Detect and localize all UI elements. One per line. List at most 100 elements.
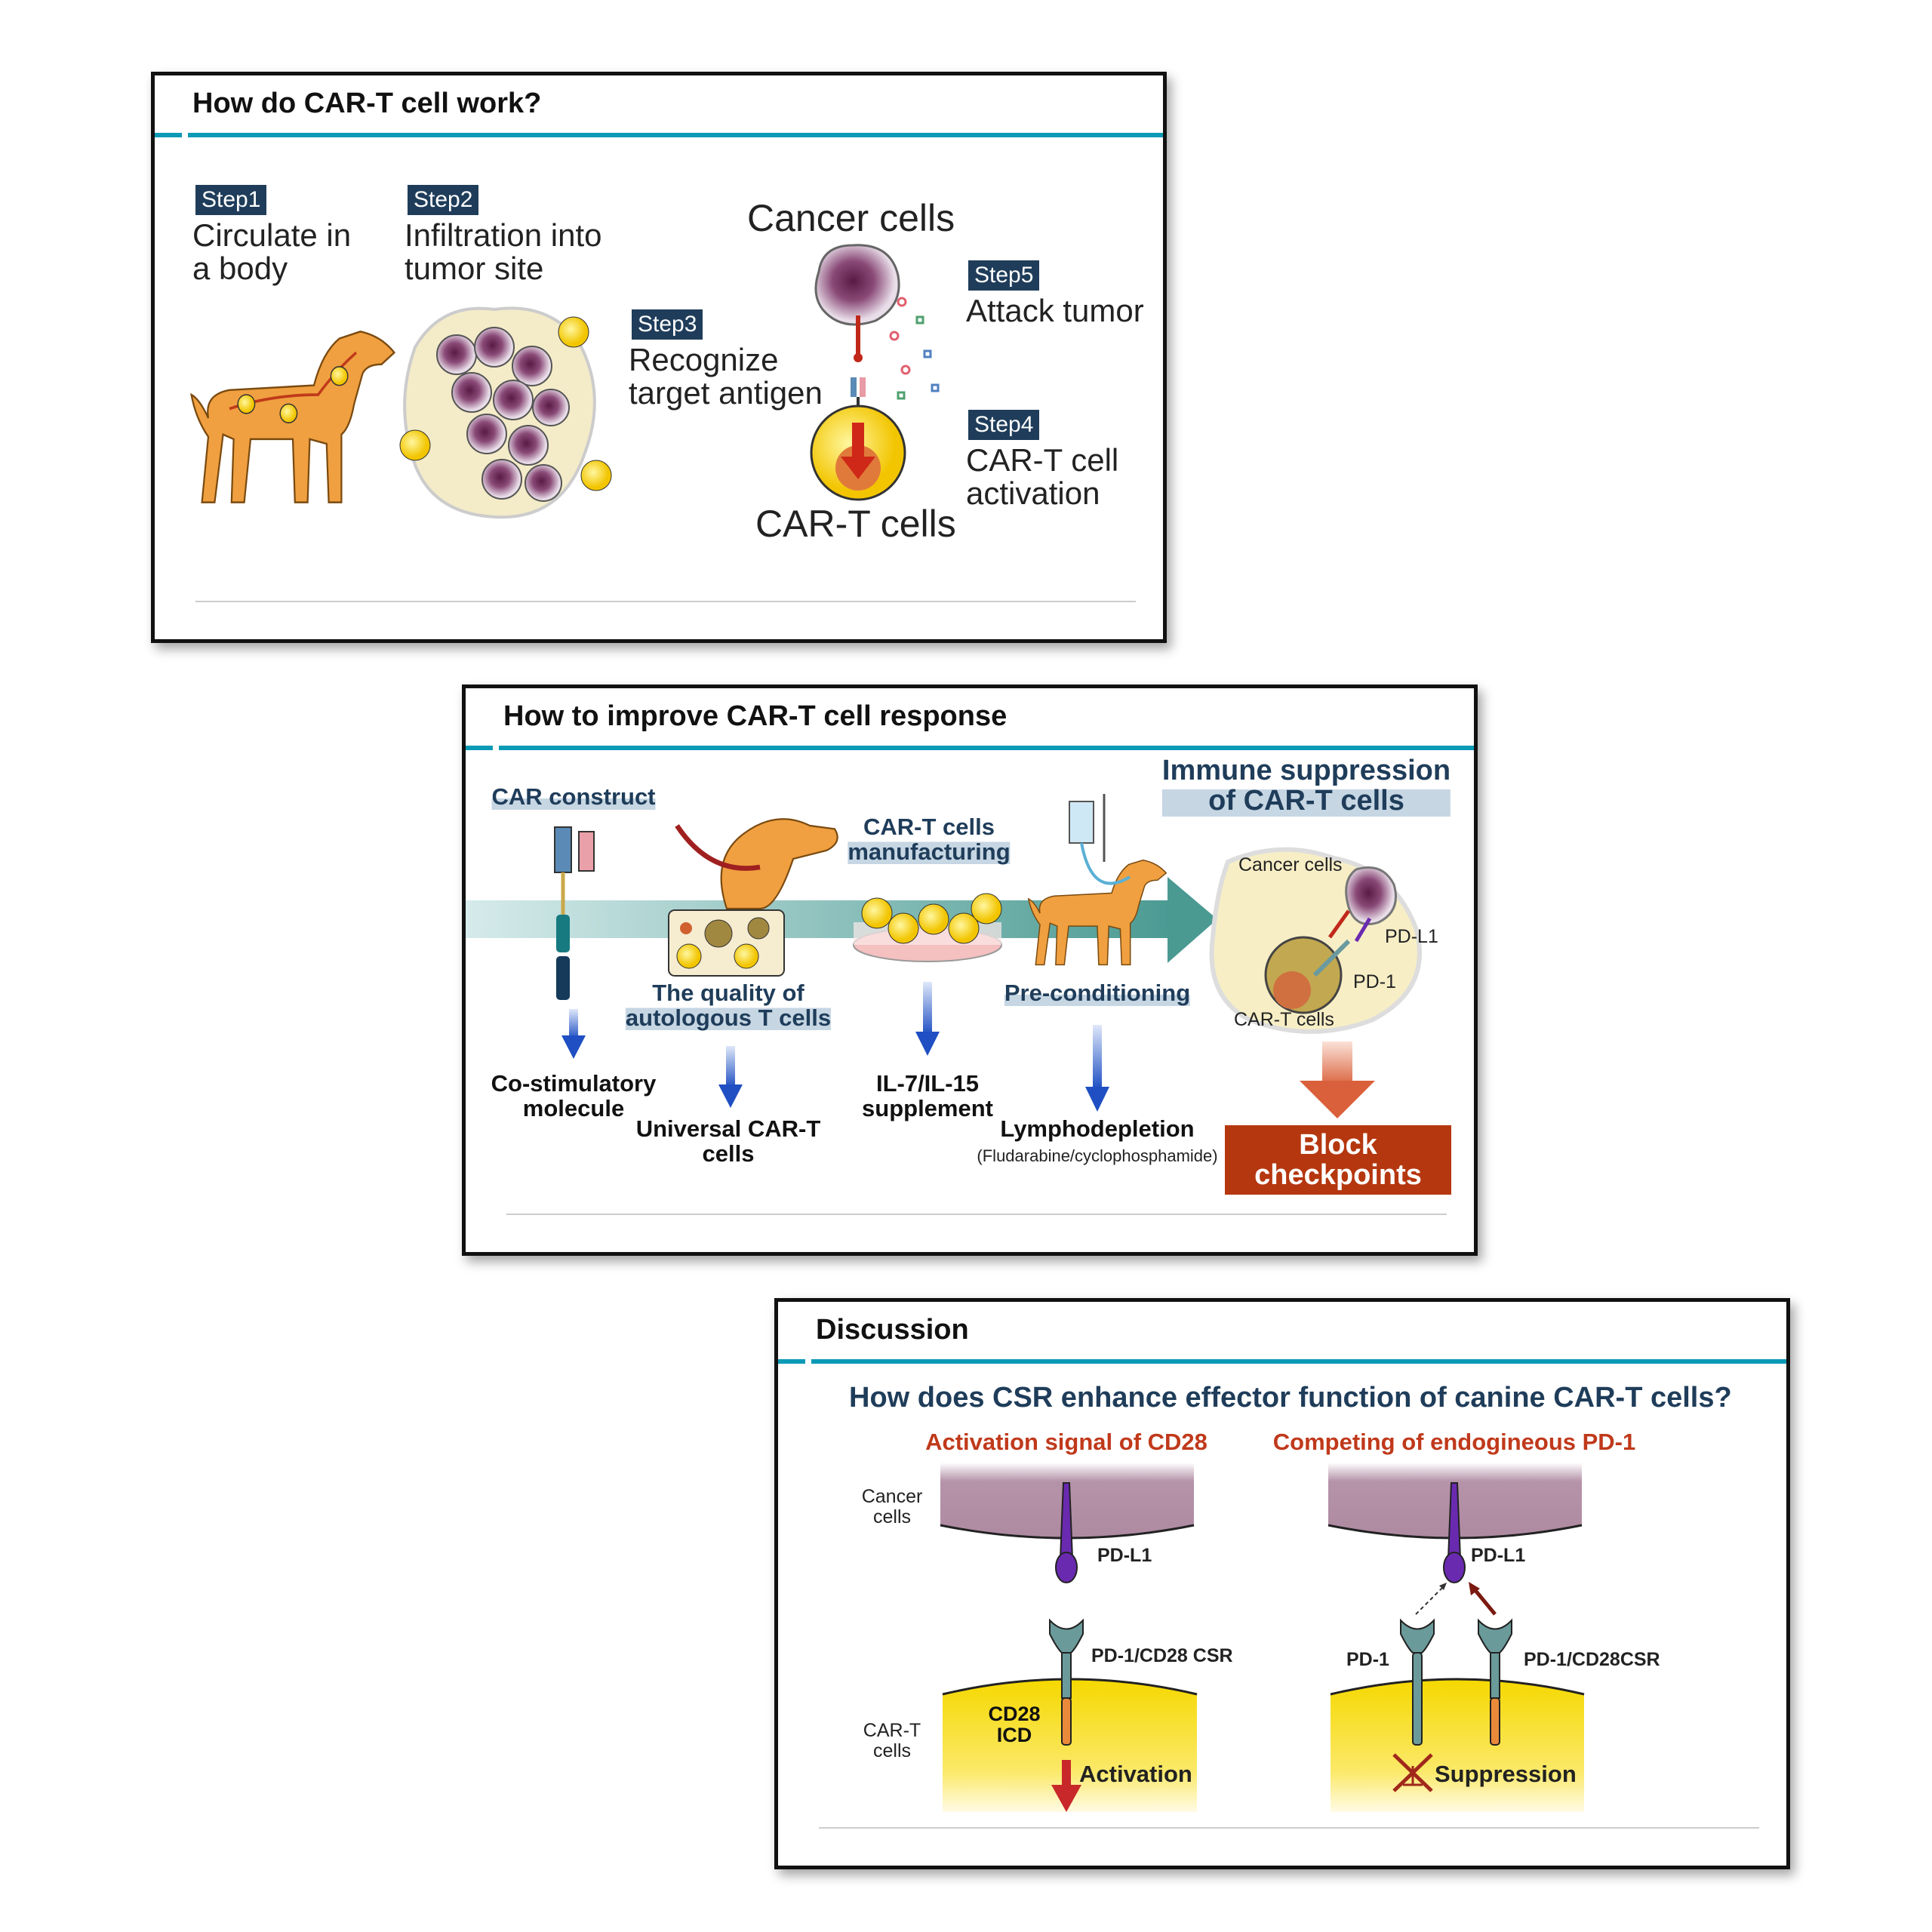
panel-title: How to improve CAR-T cell response [503,700,1008,732]
label-line: manufacturing [848,838,1011,865]
panel-title: How do CAR-T cell work? [192,88,542,119]
car-construct-icon [554,826,595,1000]
title-divider [778,1359,1786,1364]
panel-how-car-t-works: How do CAR-T cell work? [151,72,1167,643]
bottom-divider [195,601,1136,602]
step5-badge: Step5 [968,260,1040,291]
label-line: Universal CAR-T [635,1115,821,1142]
csr-mechanism-illustration [940,1463,1585,1812]
divider-gap [493,744,499,752]
label-line: The quality of [652,980,804,1006]
dog-circulation-icon [190,330,395,504]
pdl1-right-icon [1443,1482,1466,1583]
car-t-cells-label: CAR-T cells [755,503,956,545]
dog-head-icon [675,818,838,910]
preconditioning-label: Pre-conditioning [1004,980,1191,1006]
right-csr-label: PD-1/CD28CSR [1524,1649,1660,1670]
csr-right-receptor [1478,1618,1512,1746]
activation-arrow-icon [1051,1760,1081,1812]
step3-line: Recognize [629,342,779,377]
cancer-cells-label: Cancer cells [747,197,955,239]
lymphodepletion-note: (Fludarabine/cyclophosphamide) [977,1146,1218,1165]
title-divider [155,133,1163,137]
step3-line: target antigen [629,375,823,411]
label-line: Co-stimulatory [491,1070,657,1097]
step5-text: Attack tumor [966,294,1144,328]
tumor-infiltration-icon [399,306,612,519]
discussion-question: How does CSR enhance effector function o… [849,1382,1732,1414]
down-arrow-lympho [1093,1025,1102,1089]
label-line: cells [872,1506,911,1527]
blocked-suppression-icon [1392,1753,1433,1792]
divider-gap [805,1358,811,1365]
pd1-right-receptor [1400,1618,1435,1746]
panel-discussion: Discussion How does CSR enhance effector… [774,1298,1790,1869]
pd1-label: PD-1 [1346,1649,1389,1670]
label-line: CAR-T [863,1720,921,1741]
label-line: CAR-T cells [863,814,995,840]
label-line: supplement [862,1094,993,1121]
improvement-illustration [466,794,1422,1118]
suppression-label: Suppression [1435,1761,1577,1787]
step1-badge: Step1 [195,185,267,215]
inset-pdl1-label: PD-L1 [1385,926,1438,947]
label-line: cells [872,1740,912,1761]
car-construct-label: CAR construct [491,783,656,810]
label-line: ICD [996,1724,1032,1747]
down-arrow-block [1322,1041,1352,1087]
label-line: checkpoints [1254,1159,1422,1191]
left-heading: Activation signal of CD28 [925,1429,1208,1455]
label-line: autologous T cells [625,1004,832,1031]
step4-line: CAR-T cell [966,442,1119,478]
step3-badge: Step3 [632,309,703,340]
iv-dog-icon [1027,794,1168,966]
label-line: molecule [522,1094,625,1121]
inset-cancer-label: Cancer cells [1238,854,1343,875]
inset-cart-label: CAR-T cells [1234,1009,1334,1030]
step4-badge: Step4 [968,410,1040,440]
step4-line: activation [966,475,1100,511]
csr-binding-arrow [1469,1582,1497,1616]
down-arrow-universal [726,1046,735,1088]
step2-badge: Step2 [408,185,479,215]
culture-dish-icon [853,893,1002,962]
label-line: cells [702,1140,755,1167]
lymphodepletion-label: Lymphodepletion [1000,1115,1195,1142]
right-pdl1-label: PD-L1 [1471,1545,1526,1566]
panel-improve-response: How to improve CAR-T cell response CAR c… [462,685,1478,1256]
step1-line: a body [192,251,288,286]
left-pdl1-label: PD-L1 [1097,1545,1152,1566]
down-arrow-costim [569,1009,578,1039]
bottom-divider [506,1214,1447,1215]
label-line: of CAR-T cells [1208,784,1404,817]
inset-pd1-label: PD-1 [1353,971,1396,992]
divider-gap [182,131,188,139]
panel-title: Discussion [816,1314,969,1346]
immune-suppression-inset [1209,847,1422,1034]
cytokine-dots [889,297,940,400]
left-csr-label: PD-1/CD28 CSR [1091,1645,1233,1666]
csr-left-receptor [1049,1618,1084,1746]
label-line: Block [1299,1129,1377,1161]
label-line: CD28 [988,1703,1041,1725]
step2-line: tumor site [405,251,544,286]
label-line: IL-7/IL-15 [875,1070,980,1097]
title-divider [466,746,1474,750]
right-car-t-cell [1330,1678,1585,1812]
car-t-mechanism-illustration [190,244,940,519]
bottom-divider [819,1827,1759,1829]
cancer-cell-icon [814,244,900,362]
down-arrow-il [923,982,932,1035]
right-heading: Competing of endogineous PD-1 [1272,1429,1636,1455]
